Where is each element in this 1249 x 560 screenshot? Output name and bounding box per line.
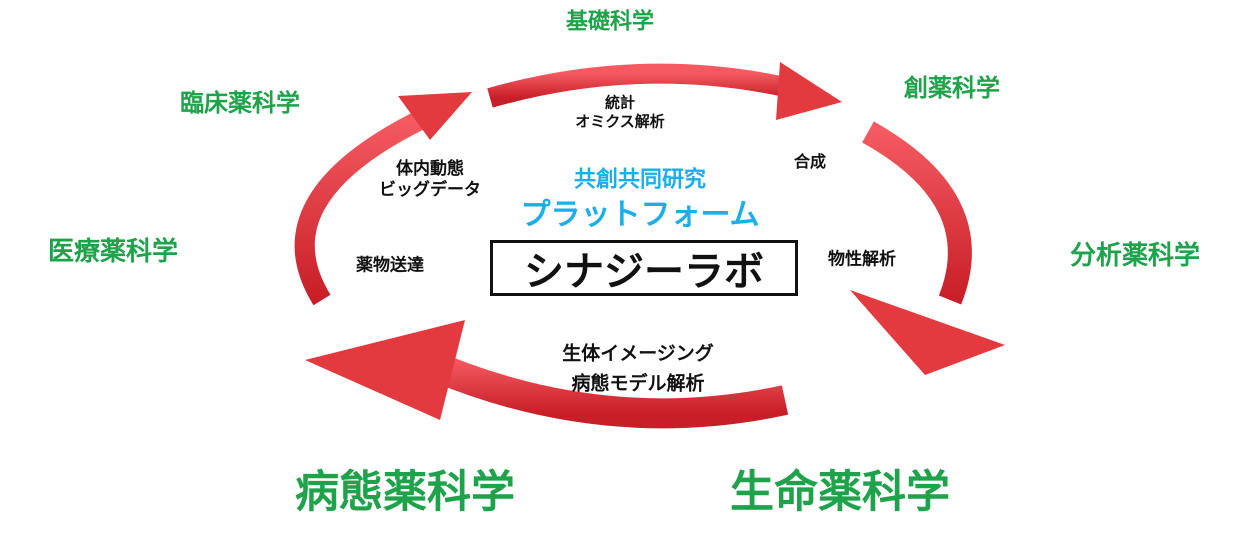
arrow-left [294, 92, 472, 306]
field-clinical: 臨床薬科学 [180, 89, 300, 117]
field-life: 生命薬科学 [730, 466, 950, 518]
field-basic-science: 基礎科学 [565, 9, 655, 35]
field-drug-discovery: 創薬科学 [904, 74, 1000, 102]
field-medical: 医療薬科学 [47, 236, 179, 267]
topic-model: 病態モデル解析 [571, 373, 705, 395]
arrow-top [487, 62, 842, 120]
platform-line1: 共創共同研究 [573, 167, 707, 193]
topic-bigdata: ビッグデータ [379, 180, 481, 200]
topic-stats: 統計 [604, 93, 635, 112]
platform-line2: プラットフォーム [520, 197, 760, 233]
topic-synthesis: 合成 [793, 152, 827, 171]
topic-pk: 体内動態 [396, 158, 464, 179]
topic-physchem: 物性解析 [828, 249, 896, 270]
synergy-lab-title-box: シナジーラボ [490, 240, 798, 296]
field-analytical: 分析薬科学 [1069, 240, 1201, 271]
topic-imaging: 生体イメージング [562, 342, 714, 365]
topic-stats-omics: 統計 オミクス解析 [575, 93, 665, 131]
synergy-lab-title: シナジーラボ [524, 249, 764, 295]
field-pathological: 病態薬科学 [295, 466, 515, 518]
arrow-bottom [305, 320, 789, 429]
topic-imaging-model: 生体イメージング 病態モデル解析 [562, 339, 714, 400]
topic-pk-bigdata: 体内動態 ビッグデータ [379, 159, 481, 202]
arrow-right [850, 121, 1005, 375]
topic-delivery: 薬物送達 [356, 255, 424, 276]
topic-omics: オミクス解析 [575, 112, 665, 130]
